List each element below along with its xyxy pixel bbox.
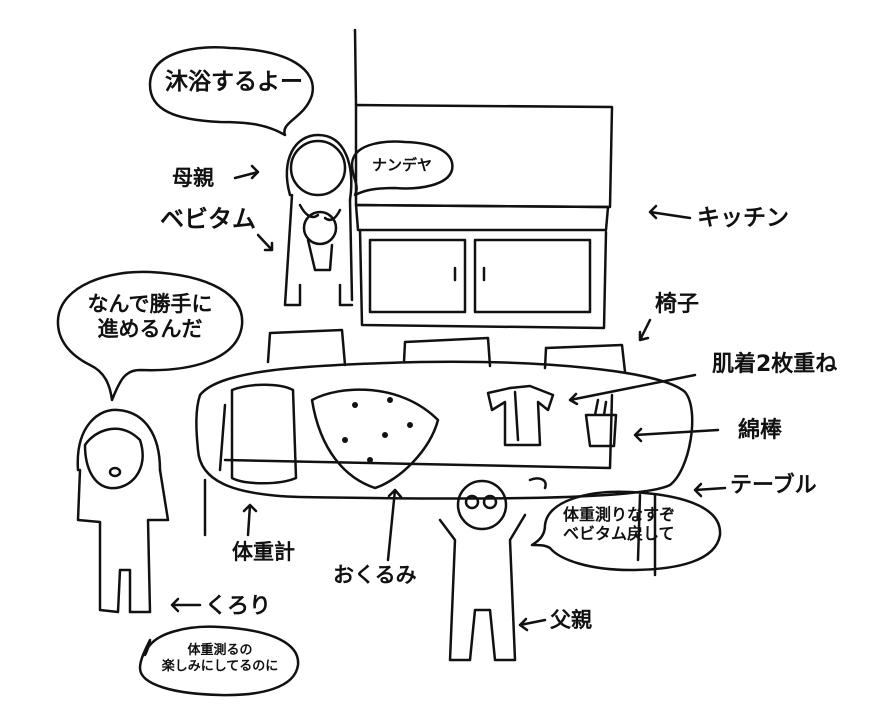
- label-cotton-swab: 綿棒: [738, 418, 783, 443]
- label-father: 父親: [550, 608, 592, 632]
- mother-speech-bubble: [148, 46, 315, 137]
- swaddle-dots: [342, 397, 413, 463]
- father-speech-text: 体重測りなすぞ ベビタム戻して: [563, 505, 675, 543]
- mother-speech-text: 沐浴するよー: [165, 69, 303, 95]
- label-swaddle: おくるみ: [333, 563, 417, 587]
- kuroro-figure: [76, 408, 170, 614]
- father-figure: [438, 477, 547, 662]
- kitchen-drawing: [353, 28, 614, 330]
- label-kitchen: キッチン: [697, 205, 789, 231]
- father-speech-line: ベビタム戻して: [563, 524, 675, 544]
- label-table: テーブル: [730, 473, 817, 498]
- chair-2: [402, 336, 492, 368]
- label-kuroro: くろり: [205, 594, 272, 619]
- kuroro-speech-line: 進めるんだ: [97, 317, 203, 342]
- kuroro-speech-line: なんで勝手に: [87, 292, 213, 316]
- underwear-drawing: [486, 384, 555, 447]
- label-mother: 母親: [172, 166, 214, 190]
- father-speech-bubble: [530, 490, 722, 572]
- baby-speech-text: ナンデヤ: [372, 156, 433, 174]
- kuroro-small-speech-line: 体重測るの: [187, 643, 253, 658]
- label-scale: 体重計: [232, 540, 295, 564]
- kuroro-small-speech-line: 楽しみにしてるのに: [161, 658, 279, 674]
- mother-figure: [283, 133, 354, 307]
- chair-1: [266, 328, 347, 367]
- label-chair: 椅子: [655, 292, 700, 317]
- tablecloth: [223, 393, 614, 470]
- kuroro-speech-text: なんで勝手に 進めるんだ: [70, 292, 230, 342]
- kuroro-speech-bubble: [56, 270, 244, 402]
- scale-drawing: [218, 383, 298, 485]
- swaddle-drawing: [310, 388, 440, 490]
- label-baby: ベビタム: [160, 205, 256, 233]
- label-underwear: 肌着2枚重ね: [712, 352, 838, 377]
- cotton-swab-cup: [584, 398, 618, 448]
- arrows: [170, 164, 727, 632]
- father-speech-line: 体重測りなすぞ: [563, 505, 676, 524]
- kuroro-small-speech-text: 体重測るの 楽しみにしてるのに: [150, 643, 290, 674]
- table-drawing: [195, 360, 694, 577]
- kuroro-small-speech-bubble: [138, 625, 300, 697]
